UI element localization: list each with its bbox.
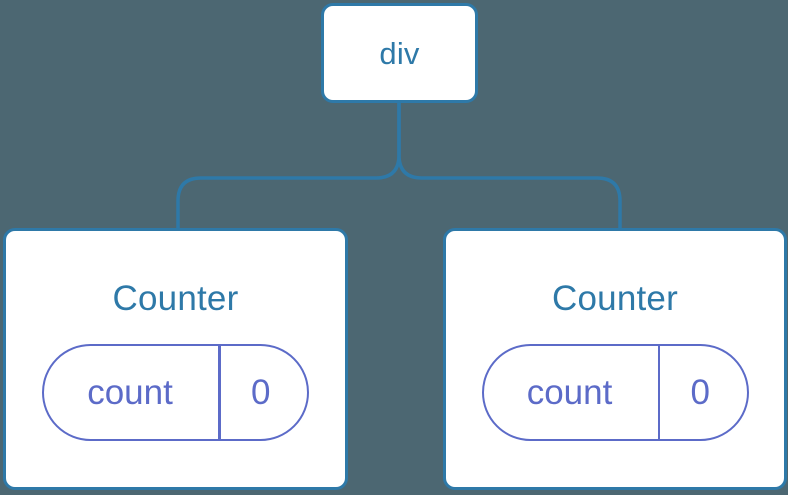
state-key-label: count	[526, 373, 613, 412]
state-pill-left[interactable]: count 0	[42, 344, 309, 441]
node-counter-left[interactable]: Counter count 0	[3, 228, 348, 490]
node-div-label: div	[379, 35, 420, 71]
node-counter-right-label: Counter	[552, 279, 678, 318]
state-key-label: count	[87, 373, 173, 412]
node-counter-right[interactable]: Counter count 0	[443, 228, 787, 490]
state-divider	[218, 346, 221, 439]
state-value-label: 0	[251, 373, 271, 412]
state-pill-right[interactable]: count 0	[481, 344, 749, 441]
state-value-label: 0	[690, 373, 710, 412]
node-counter-left-label: Counter	[112, 279, 239, 318]
node-div[interactable]: div	[321, 3, 478, 103]
state-divider	[657, 346, 660, 439]
